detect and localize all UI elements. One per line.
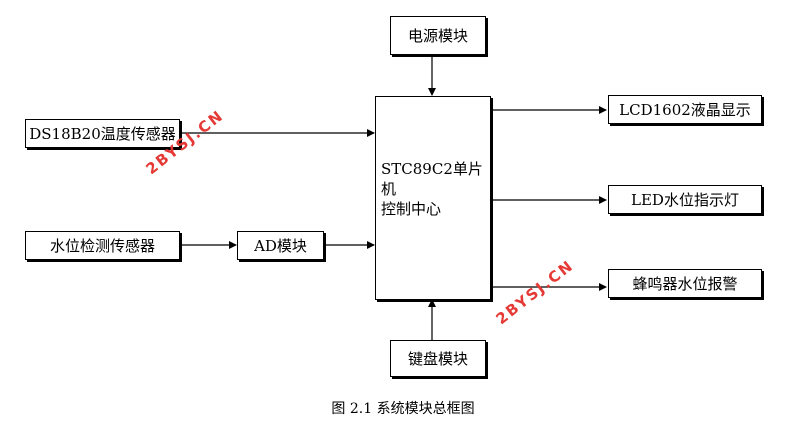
buzzer-alarm-label: 蜂鸣器水位报警 [632,275,738,293]
water-level-sensor-box: 水位检测传感器 [25,231,180,260]
power-module-label: 电源模块 [407,27,468,45]
mcu-label-line1: STC89C2单片机 [381,160,483,198]
lcd-display-label: LCD1602液晶显示 [619,101,751,119]
mcu-control-center-box: STC89C2单片机 控制中心 [375,96,491,300]
figure-caption: 图 2.1 系统模块总框图 [331,401,475,417]
led-indicator-label: LED水位指示灯 [631,191,739,209]
water-level-sensor-label: 水位检测传感器 [49,237,155,255]
ad-module-label: AD模块 [254,237,307,255]
temp-sensor-box: DS18B20温度传感器 [25,119,180,148]
led-indicator-box: LED水位指示灯 [608,185,762,214]
cropped-top-fragment [0,0,200,4]
keyboard-module-label: 键盘模块 [407,350,468,368]
keyboard-module-box: 键盘模块 [390,340,486,377]
temp-sensor-label: DS18B20温度传感器 [29,125,176,143]
buzzer-alarm-box: 蜂鸣器水位报警 [608,269,762,298]
power-module-box: 电源模块 [390,16,486,55]
ad-module-box: AD模块 [237,231,324,260]
mcu-label-line2: 控制中心 [381,200,442,218]
lcd-display-box: LCD1602液晶显示 [608,95,762,124]
